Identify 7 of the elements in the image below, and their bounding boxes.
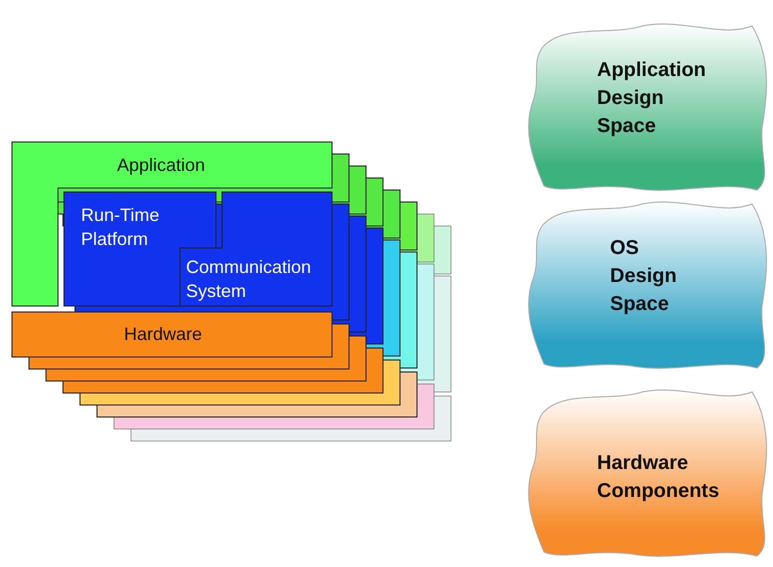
layer-label: Run-Time Platform — [81, 204, 160, 251]
layer-label: Hardware — [124, 323, 204, 346]
layer-label: Communication System — [186, 256, 312, 303]
layer-label: Hardware Components — [597, 451, 720, 504]
layer-label: OS Design Space — [610, 236, 678, 317]
layer-label: Application Design Space — [597, 58, 707, 139]
layer-label: Application — [117, 154, 206, 177]
